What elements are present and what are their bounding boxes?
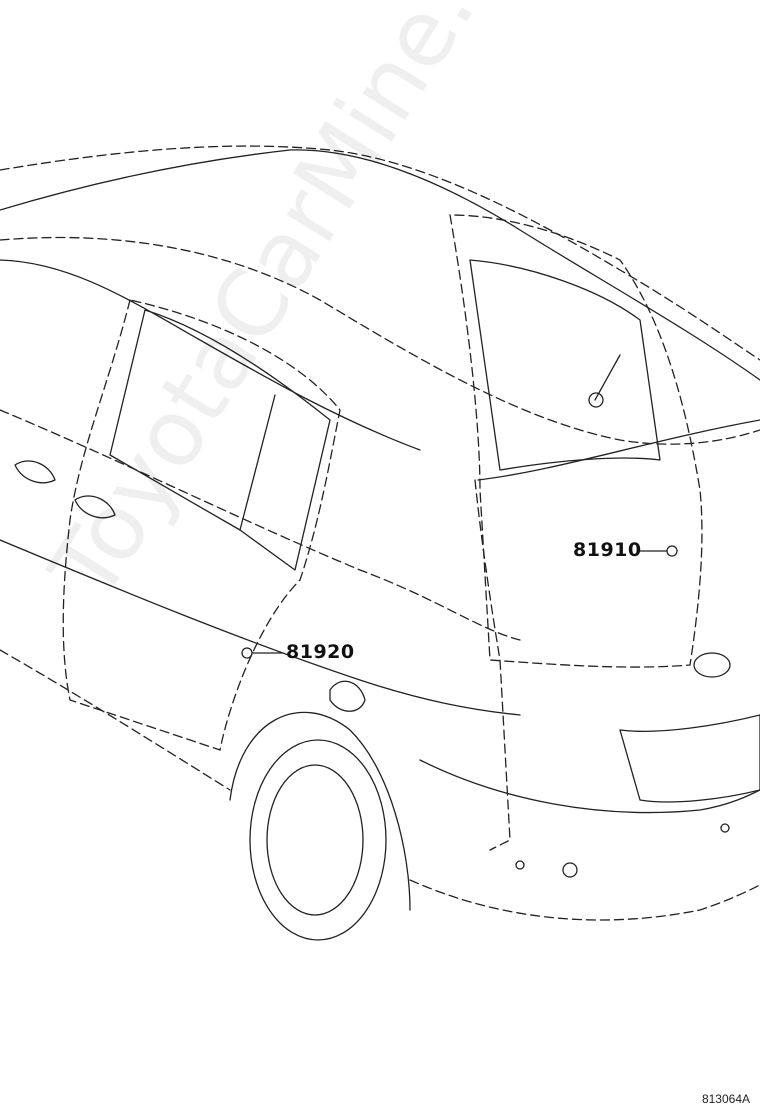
bumper-sensor-1 [515,860,525,870]
callout-81920-point [241,647,253,659]
window-pillar [239,394,276,531]
callout-81910-label: 81910 [573,539,642,561]
door-window [109,309,331,571]
callout-81920-label: 81920 [286,641,355,663]
hatch-garnish [477,419,760,481]
wiper-arm [594,354,621,401]
license-plate-recess [619,714,760,803]
rear-wheel [266,764,364,916]
sliding-door-outline [62,299,341,751]
roof-line-lower [0,236,760,445]
belt-line [0,409,521,641]
fuel-lid [329,680,366,712]
back-door-outline [449,214,703,668]
bumper-sensor-3 [720,823,730,833]
diagram-id: 813064A [701,1092,750,1106]
bumper-lower [409,879,760,921]
wiper-pivot [588,392,604,408]
door-handle-front [14,460,56,484]
rear-tire [249,739,387,941]
bumper-sensor-2 [562,862,578,878]
side-lower-line [0,539,521,716]
rocker-line [0,649,231,791]
side-upper-line [0,259,421,451]
roof-edge [0,145,760,361]
roof-rail [0,149,760,381]
door-handle [74,495,116,519]
tail-lamp [474,479,511,851]
back-glass [469,259,661,471]
wheel-arch [229,711,411,911]
rear-bumper [419,759,760,814]
rear-fog-lamp [693,652,731,678]
callout-81910-point [666,545,678,557]
